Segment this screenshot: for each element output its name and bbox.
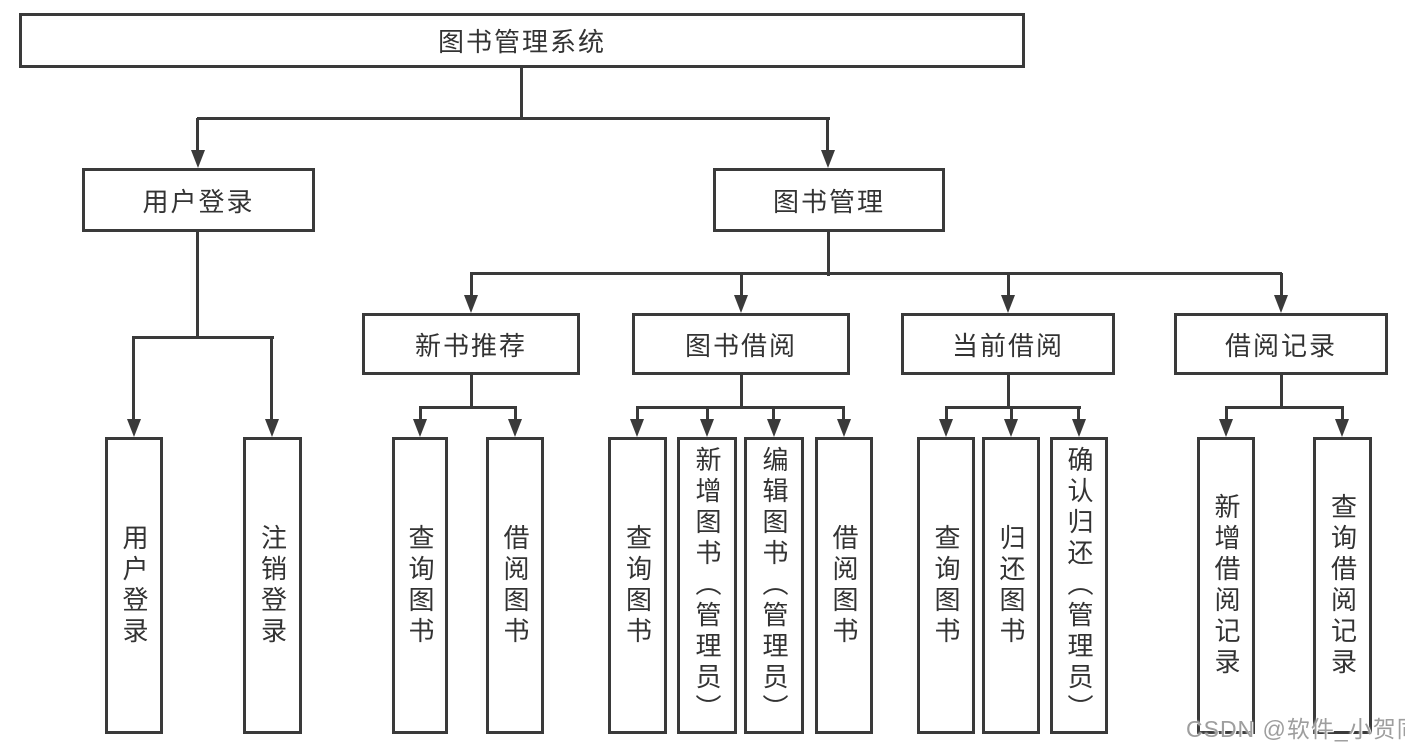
arrow-down-icon — [191, 150, 205, 168]
connector-line — [1225, 406, 1344, 409]
connector-line — [514, 406, 517, 421]
connector-line — [470, 375, 473, 409]
arrow-down-icon — [939, 419, 953, 437]
connector-line — [772, 406, 775, 421]
node-confirm-return-admin: 确认归还（管理员） — [1050, 437, 1108, 734]
connector-line — [196, 232, 199, 339]
arrow-down-icon — [1274, 295, 1288, 313]
arrow-down-icon — [837, 419, 851, 437]
connector-line — [196, 118, 199, 152]
connector-line — [1077, 406, 1080, 421]
node-edit-book-admin: 编辑图书（管理员） — [744, 437, 804, 734]
arrow-down-icon — [508, 419, 522, 437]
connector-line — [520, 68, 523, 118]
node-borrow-book: 借阅图书 — [486, 437, 544, 734]
connector-line — [945, 406, 1081, 409]
arrow-down-icon — [464, 295, 478, 313]
connector-line — [636, 406, 845, 409]
node-book-borrow: 图书借阅 — [632, 313, 850, 375]
arrow-down-icon — [1001, 295, 1015, 313]
connector-line — [197, 117, 830, 120]
arrow-down-icon — [767, 419, 781, 437]
csdn-watermark: CSDN @软件_小贺同学 — [1186, 716, 1405, 742]
connector-line — [826, 118, 829, 152]
node-query-book-2: 查询图书 — [608, 437, 667, 734]
connector-line — [132, 336, 135, 421]
connector-line — [1280, 273, 1283, 297]
arrow-down-icon — [630, 419, 644, 437]
connector-line — [1341, 406, 1344, 421]
node-library-system: 图书管理系统 — [19, 13, 1025, 68]
connector-line — [1007, 375, 1010, 409]
node-query-book-3: 查询图书 — [917, 437, 975, 734]
node-user-login: 用户登录 — [82, 168, 315, 232]
node-return-book: 归还图书 — [982, 437, 1040, 734]
connector-line — [1280, 375, 1283, 409]
arrow-down-icon — [700, 419, 714, 437]
node-user-login-action: 用户登录 — [105, 437, 163, 734]
connector-line — [636, 406, 639, 421]
connector-line — [470, 273, 473, 297]
node-add-book-admin: 新增图书（管理员） — [677, 437, 737, 734]
node-borrow-book-2: 借阅图书 — [815, 437, 873, 734]
node-borrow-records: 借阅记录 — [1174, 313, 1388, 375]
connector-line — [827, 232, 830, 276]
arrow-down-icon — [1335, 419, 1349, 437]
arrow-down-icon — [821, 150, 835, 168]
connector-line — [842, 406, 845, 421]
connector-line — [1007, 273, 1010, 297]
connector-line — [132, 336, 274, 339]
arrow-down-icon — [413, 419, 427, 437]
node-query-book: 查询图书 — [392, 437, 448, 734]
node-add-borrow-record: 新增借阅记录 — [1197, 437, 1255, 734]
connector-line — [419, 406, 517, 409]
arrow-down-icon — [127, 419, 141, 437]
connector-line — [945, 406, 948, 421]
arrow-down-icon — [1072, 419, 1086, 437]
node-current-borrow: 当前借阅 — [901, 313, 1115, 375]
node-logout-action: 注销登录 — [243, 437, 302, 734]
node-query-borrow-record: 查询借阅记录 — [1313, 437, 1372, 734]
node-book-management: 图书管理 — [713, 168, 945, 232]
connector-line — [740, 375, 743, 409]
arrow-down-icon — [265, 419, 279, 437]
arrow-down-icon — [1219, 419, 1233, 437]
connector-line — [1010, 406, 1013, 421]
connector-line — [419, 406, 422, 421]
arrow-down-icon — [734, 295, 748, 313]
connector-line — [1225, 406, 1228, 421]
node-new-book-recommend: 新书推荐 — [362, 313, 580, 375]
connector-line — [740, 273, 743, 297]
connector-line — [706, 406, 709, 421]
connector-line — [470, 272, 1282, 275]
connector-line — [270, 336, 273, 421]
arrow-down-icon — [1004, 419, 1018, 437]
